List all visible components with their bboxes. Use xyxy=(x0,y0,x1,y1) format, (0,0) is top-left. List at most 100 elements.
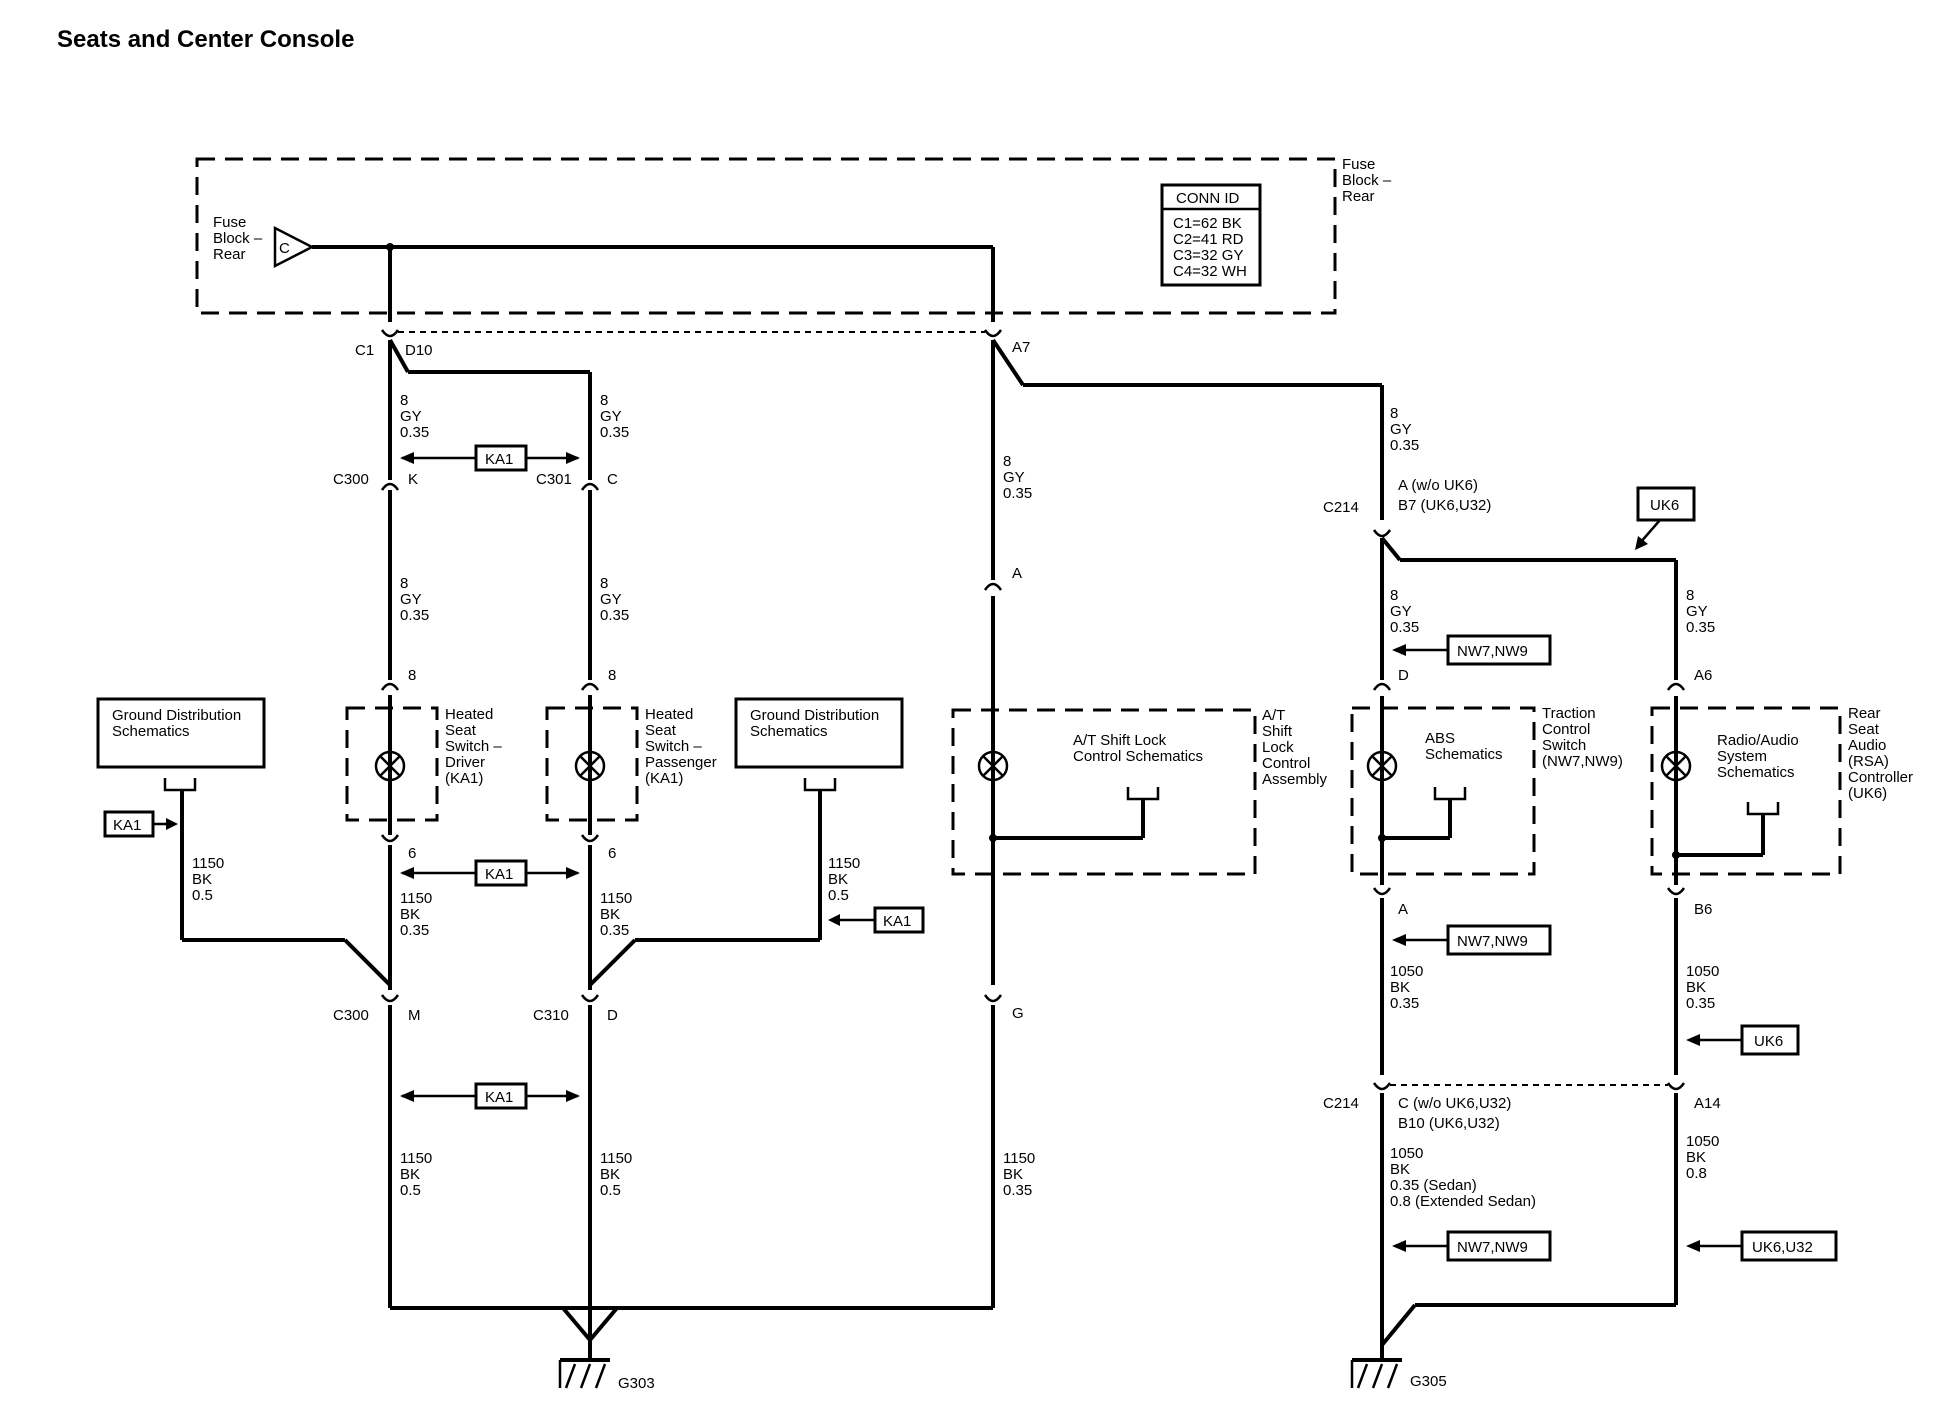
ground-icon xyxy=(558,1358,610,1389)
fuse-block-outline xyxy=(195,157,1337,315)
svg-text:C214: C214 xyxy=(1323,1095,1359,1112)
lamp-icon xyxy=(1366,750,1398,782)
svg-text:NW7,NW9: NW7,NW9 xyxy=(1457,643,1528,660)
svg-text:A: A xyxy=(1012,565,1022,582)
nw7-nw9-option-arrow: NW7,NW9 xyxy=(1392,924,1552,956)
svg-text:6: 6 xyxy=(408,845,416,862)
svg-text:KA1: KA1 xyxy=(883,913,911,930)
conn-id-box: CONN ID C1=62 BK C2=41 RD C3=32 GY C4=32… xyxy=(1160,183,1262,287)
svg-text:D: D xyxy=(1398,667,1409,684)
svg-text:D10: D10 xyxy=(405,342,433,359)
svg-text:C: C xyxy=(607,471,618,488)
svg-text:B7 (UK6,U32): B7 (UK6,U32) xyxy=(1398,497,1491,514)
svg-text:A (w/o UK6): A (w/o UK6) xyxy=(1398,477,1478,494)
svg-text:C300: C300 xyxy=(333,1007,369,1024)
svg-text:UK6: UK6 xyxy=(1650,497,1679,514)
svg-text:G303: G303 xyxy=(618,1375,655,1392)
lamp-icon xyxy=(977,750,1009,782)
svg-text:CONN ID: CONN ID xyxy=(1176,190,1240,207)
svg-text:K: K xyxy=(408,471,418,488)
svg-text:C (w/o UK6,U32): C (w/o UK6,U32) xyxy=(1398,1095,1511,1112)
svg-text:C4=32 WH: C4=32 WH xyxy=(1173,263,1247,280)
nw7-nw9-option-arrow: NW7,NW9 xyxy=(1392,634,1552,666)
svg-text:C3=32 GY: C3=32 GY xyxy=(1173,247,1243,264)
page-title: Seats and Center Console xyxy=(57,26,355,53)
svg-text:G: G xyxy=(1012,1005,1024,1022)
svg-text:C214: C214 xyxy=(1323,499,1359,516)
ka1-option-arrow: KA1 xyxy=(400,1082,580,1110)
svg-text:KA1: KA1 xyxy=(485,866,513,883)
svg-text:B10 (UK6,U32): B10 (UK6,U32) xyxy=(1398,1115,1500,1132)
lamp-icon xyxy=(374,750,406,782)
ka1-option-arrow: KA1 xyxy=(400,859,580,887)
fuse-block-side-label: Fuse Block – Rear xyxy=(1342,156,1395,205)
svg-text:NW7,NW9: NW7,NW9 xyxy=(1457,933,1528,950)
traction-control-switch xyxy=(1350,706,1536,876)
rsa-controller xyxy=(1650,706,1842,876)
svg-text:C300: C300 xyxy=(333,471,369,488)
svg-text:NW7,NW9: NW7,NW9 xyxy=(1457,1239,1528,1256)
svg-text:B6: B6 xyxy=(1694,901,1712,918)
svg-text:C310: C310 xyxy=(533,1007,569,1024)
svg-text:A7: A7 xyxy=(1012,339,1030,356)
svg-text:A6: A6 xyxy=(1694,667,1712,684)
uk6-option-arrow: UK6 xyxy=(1635,486,1696,550)
svg-text:D: D xyxy=(607,1007,618,1024)
fuse-block-label: Fuse Block – Rear xyxy=(213,214,266,263)
svg-text:A: A xyxy=(1398,901,1408,918)
svg-text:KA1: KA1 xyxy=(113,817,141,834)
svg-text:C1: C1 xyxy=(355,342,374,359)
lamp-icon xyxy=(574,750,606,782)
uk6-u32-option-arrow: UK6,U32 xyxy=(1686,1230,1838,1262)
svg-text:C2=41 RD: C2=41 RD xyxy=(1173,231,1244,248)
svg-text:UK6,U32: UK6,U32 xyxy=(1752,1239,1813,1256)
lamp-icon xyxy=(1660,750,1692,782)
ka1-option-arrow: KA1 xyxy=(103,810,178,838)
nw7-nw9-option-arrow: NW7,NW9 xyxy=(1392,1230,1552,1262)
svg-text:M: M xyxy=(408,1007,421,1024)
ka1-option-arrow: KA1 xyxy=(400,444,580,472)
svg-text:C1=62 BK: C1=62 BK xyxy=(1173,215,1242,232)
svg-text:KA1: KA1 xyxy=(485,1089,513,1106)
svg-text:C301: C301 xyxy=(536,471,572,488)
shift-lock-assembly xyxy=(951,708,1257,876)
svg-text:KA1: KA1 xyxy=(485,451,513,468)
svg-text:8: 8 xyxy=(408,667,416,684)
ground-icon xyxy=(1350,1358,1402,1389)
svg-text:UK6: UK6 xyxy=(1754,1033,1783,1050)
svg-text:6: 6 xyxy=(608,845,616,862)
uk6-option-arrow: UK6 xyxy=(1686,1024,1800,1056)
ka1-option-arrow: KA1 xyxy=(828,906,925,934)
